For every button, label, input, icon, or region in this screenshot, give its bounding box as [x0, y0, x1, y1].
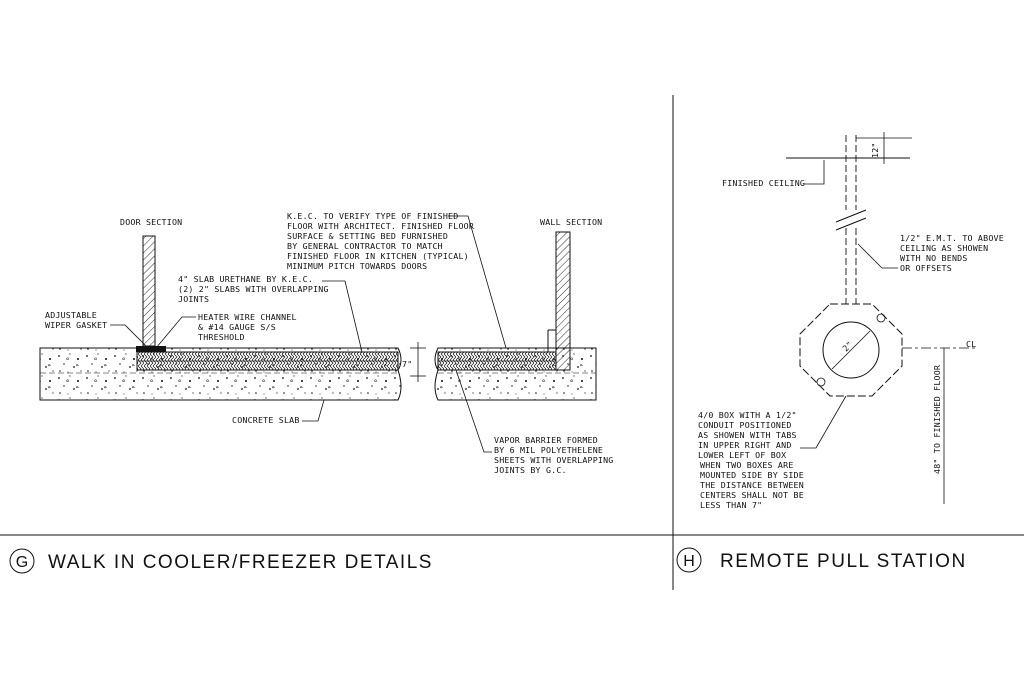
emt-leader	[857, 243, 898, 269]
kec-leader	[448, 215, 507, 349]
detail-h-marker-circle	[676, 547, 702, 573]
vapor-barrier-line-3: SHEETS WITH OVERLAPPING	[494, 455, 614, 465]
emt-line-4: OR OFFSETS	[900, 263, 952, 273]
emt-note: 1/2" E.M.T. TO ABOVE CEILING AS SHOWEN W…	[900, 233, 1004, 273]
detail-g-marker-circle	[9, 548, 35, 574]
wiper-gasket-note: ADJUSTABLE WIPER GASKET	[45, 310, 107, 330]
heater-wire-line-1: HEATER WIRE CHANNEL	[198, 312, 297, 322]
concrete-slab-label: CONCRETE SLAB	[232, 415, 300, 425]
kec-verify-line-4: BY GENERAL CONTRACTOR TO MATCH	[287, 241, 443, 251]
vapor-barrier-note: VAPOR BARRIER FORMED BY 6 MIL POLYETHELE…	[494, 435, 614, 475]
spacing-note-line-2: MOUNTED SIDE BY SIDE	[700, 470, 804, 480]
height-dim-label: 48" TO FINISHED FLOOR	[932, 365, 942, 474]
spacing-note-line-5: LESS THAN 7"	[700, 500, 762, 510]
finished-ceiling-label: FINISHED CEILING	[722, 178, 805, 188]
tab-lower-left	[816, 377, 826, 387]
heater-wire-note: HEATER WIRE CHANNEL & #14 GAUGE S/S THRE…	[198, 312, 297, 342]
vapor-barrier-line-1: VAPOR BARRIER FORMED	[494, 435, 598, 445]
concrete-slab-leader	[302, 399, 325, 422]
box-note: 4/0 BOX WITH A 1/2" CONDUIT POSITIONED A…	[698, 410, 797, 460]
slab-dim-label: 7"	[402, 359, 412, 369]
heater-wire-line-3: THRESHOLD	[198, 332, 245, 342]
spacing-note-line-3: THE DISTANCE BETWEEN	[700, 480, 804, 490]
kec-verify-line-3: SURFACE & SETTING BED FURNISHED	[287, 231, 448, 241]
slab-urethane-leader	[322, 280, 363, 353]
box-note-leader	[800, 395, 847, 449]
heater-wire-line-2: & #14 GAUGE S/S	[198, 322, 276, 332]
tab-upper-right	[876, 313, 886, 323]
slab-urethane-line-2: (2) 2" SLABS WITH OVERLAPPING	[178, 284, 329, 294]
vapor-barrier-leader	[455, 369, 492, 453]
vapor-barrier-line-2: BY 6 MIL POLYETHELENE	[494, 445, 603, 455]
break-mark-upper	[835, 209, 867, 223]
emt-line-1: 1/2" E.M.T. TO ABOVE	[900, 233, 1004, 243]
detail-g-marker: G	[16, 554, 28, 571]
vapor-barrier-line-4: JOINTS BY G.C.	[494, 465, 567, 475]
finished-ceiling-leader	[804, 160, 825, 185]
spacing-note-line-4: CENTERS SHALL NOT BE	[700, 490, 804, 500]
emt-line-3: WITH NO BENDS	[900, 253, 968, 263]
detail-h-title: REMOTE PULL STATION	[720, 551, 967, 572]
box-note-line-1: 4/0 BOX WITH A 1/2"	[698, 410, 797, 420]
box-diameter-line	[831, 330, 871, 370]
box-knockout-circle	[822, 321, 880, 379]
spacing-note: WHEN TWO BOXES ARE MOUNTED SIDE BY SIDE …	[700, 460, 804, 510]
wall-section-panel	[555, 231, 571, 371]
door-section-label: DOOR SECTION	[120, 217, 182, 227]
wall-angle-trim	[547, 329, 556, 352]
detail-g-title: WALK IN COOLER/FREEZER DETAILS	[48, 552, 433, 573]
slab-urethane-line-1: 4" SLAB URETHANE BY K.E.C.	[178, 274, 313, 284]
box-diam-label: 2"	[840, 339, 854, 353]
box-note-line-5: LOWER LEFT OF BOX	[698, 450, 786, 460]
kec-verify-line-6: MINIMUM PITCH TOWARDS DOORS	[287, 261, 427, 271]
slab-urethane-line-3: JOINTS	[178, 294, 209, 304]
emt-line-2: CEILING AS SHOWEN	[900, 243, 988, 253]
wall-section-label: WALL SECTION	[540, 217, 602, 227]
kec-verify-line-2: FLOOR WITH ARCHITECT. FINISHED FLOOR	[287, 221, 474, 231]
box-note-line-4: IN UPPER RIGHT AND	[698, 440, 792, 450]
box-note-line-3: AS SHOWEN WITH TABS	[698, 430, 797, 440]
door-section-panel	[142, 235, 156, 347]
spacing-note-line-1: WHEN TWO BOXES ARE	[700, 460, 794, 470]
slab-urethane-note: 4" SLAB URETHANE BY K.E.C. (2) 2" SLABS …	[178, 274, 329, 304]
heater-wire-leader	[155, 316, 196, 349]
kec-verify-line-5: FINISHED FLOOR IN KITCHEN (TYPICAL)	[287, 251, 469, 261]
wiper-gasket-line-1: ADJUSTABLE	[45, 310, 97, 320]
wiper-gasket-line-2: WIPER GASKET	[45, 320, 107, 330]
threshold	[136, 346, 166, 352]
wiper-gasket-leader	[110, 324, 147, 347]
break-mark-lower	[835, 217, 867, 231]
centerline-label: CL	[966, 339, 976, 349]
detail-h-marker: H	[683, 553, 695, 570]
box-note-line-2: CONDUIT POSITIONED	[698, 420, 792, 430]
kec-verify-note: K.E.C. TO VERIFY TYPE OF FINISHED FLOOR …	[287, 211, 474, 271]
kec-verify-line-1: K.E.C. TO VERIFY TYPE OF FINISHED	[287, 211, 458, 221]
top-dim-label: 12"	[870, 142, 880, 158]
